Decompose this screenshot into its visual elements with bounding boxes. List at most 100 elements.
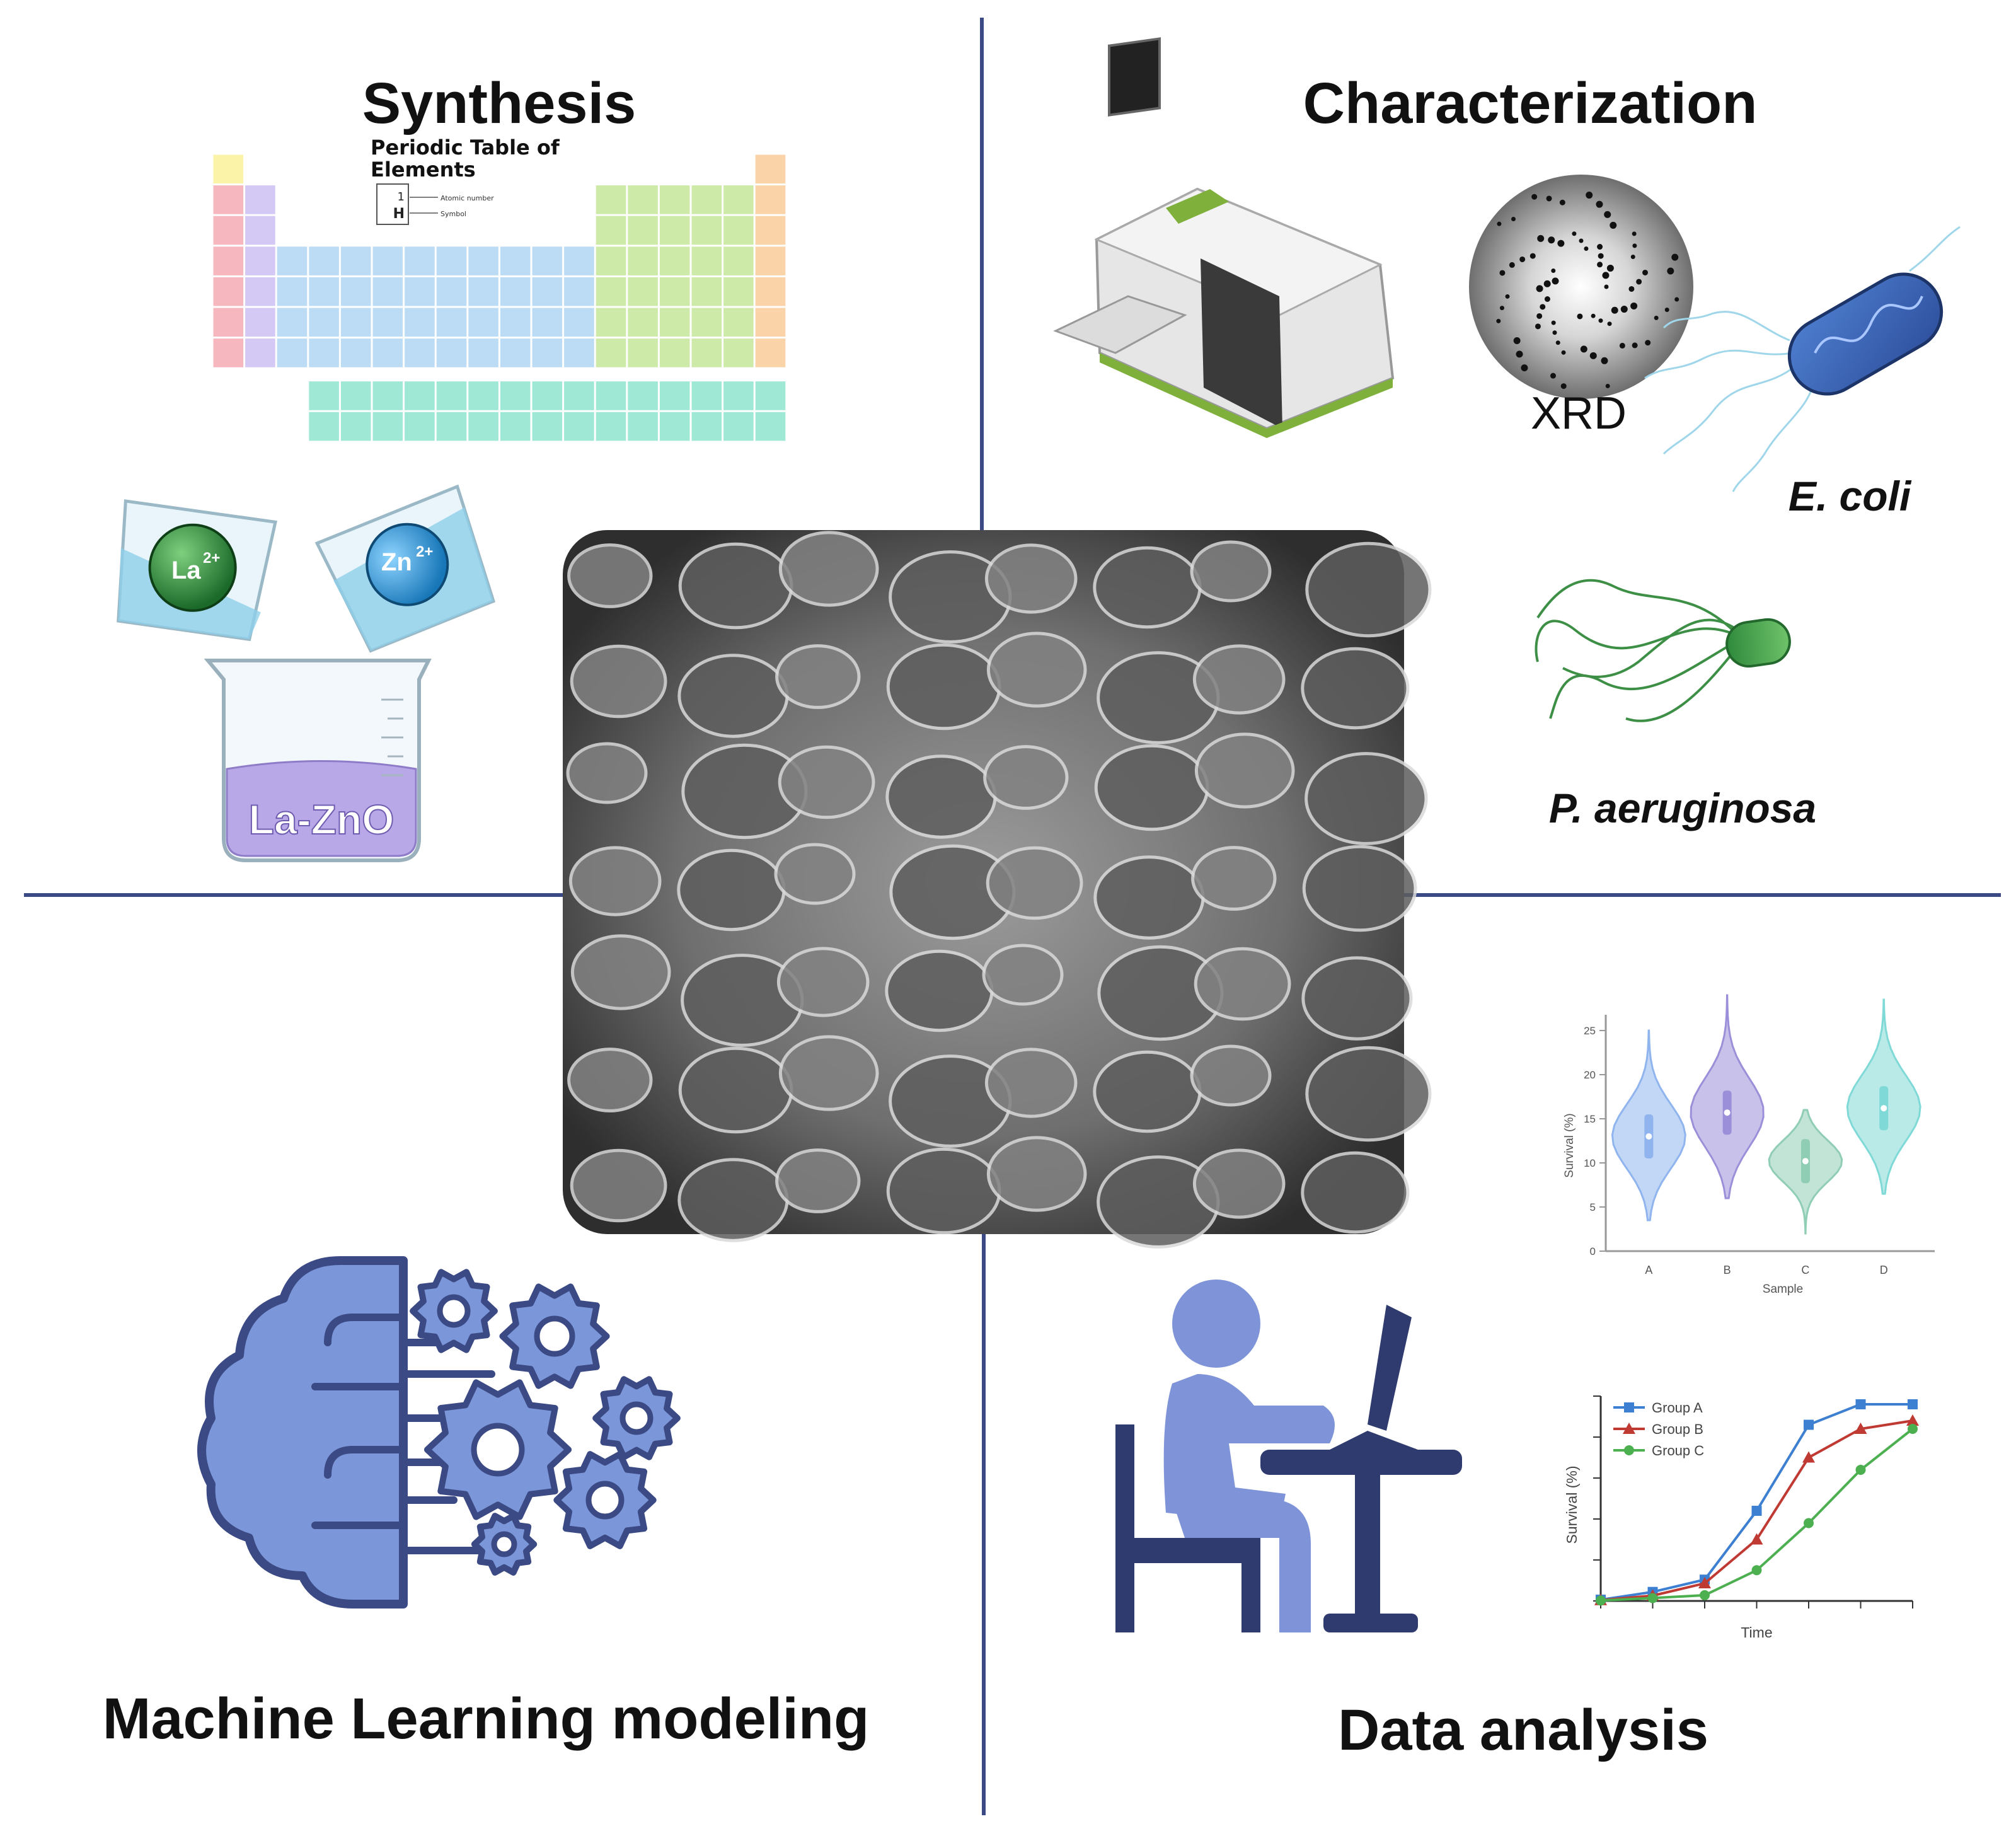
xrd-spot <box>1550 373 1556 379</box>
legend-label: Group A <box>1652 1400 1703 1416</box>
xrd-spot <box>1552 330 1557 335</box>
periodic-table-cell <box>245 338 276 368</box>
periodic-table-cell <box>499 307 531 338</box>
periodic-table-cell <box>245 276 276 307</box>
periodic-table-f-block-cell <box>754 411 786 442</box>
quadrant-dividers <box>24 18 2001 1815</box>
xrd-spot <box>1605 383 1610 388</box>
periodic-table-cells <box>212 154 786 442</box>
line-point <box>1855 1465 1866 1475</box>
xrd-spot <box>1667 267 1674 275</box>
violin-category-label: B <box>1724 1264 1731 1276</box>
paeruginosa-flagella <box>1535 579 1742 722</box>
periodic-table-cell <box>468 276 499 307</box>
periodic-table-cell <box>372 276 404 307</box>
periodic-table-cell <box>499 338 531 368</box>
periodic-table-cell <box>659 276 691 307</box>
xrd-pattern <box>1469 175 1693 399</box>
xrd-spot <box>1505 294 1510 299</box>
line-point <box>1698 1577 1711 1589</box>
sem-cell <box>566 742 648 804</box>
periodic-table-cell <box>691 215 723 246</box>
xrd-spot <box>1531 193 1538 200</box>
gear-hole <box>534 1315 575 1357</box>
xrd-disc <box>1469 175 1693 399</box>
la-ion-charge: 2+ <box>203 550 220 567</box>
periodic-table-f-block-cell <box>340 411 372 442</box>
violin-median-dot <box>1645 1133 1652 1140</box>
violin-category-label: A <box>1645 1264 1652 1276</box>
xrd-spot <box>1536 313 1543 319</box>
violin-y-axis-label: Survival (%) <box>1563 1113 1576 1177</box>
periodic-table-f-block-cell <box>563 381 595 411</box>
xrd-spot <box>1586 192 1593 199</box>
la-ion-sphere <box>148 523 237 612</box>
periodic-table-cell <box>723 338 754 368</box>
ecoli-label: E. coli <box>1788 473 1912 519</box>
periodic-table-f-block-cell <box>340 381 372 411</box>
xrd-spot <box>1543 280 1551 287</box>
xrd-spot <box>1496 318 1501 323</box>
ml-gears <box>410 1269 681 1576</box>
sem-cell <box>1194 732 1295 809</box>
monitor <box>1368 1305 1412 1431</box>
xrd-spot <box>1519 256 1526 262</box>
zn-ion-charge: 2+ <box>416 543 433 560</box>
xrd-spot <box>1560 383 1567 390</box>
periodic-table-f-block-cell <box>723 381 754 411</box>
synthesis-title: Synthesis <box>362 71 636 136</box>
sem-cell <box>1302 845 1417 932</box>
periodic-table-cell <box>499 246 531 276</box>
periodic-table-cell <box>627 307 659 338</box>
line-chart-y-axis-label: Survival (%) <box>1564 1466 1580 1544</box>
violin-y-tick-label: 15 <box>1584 1113 1596 1125</box>
xrd-spot <box>1546 195 1552 202</box>
sem-cell <box>567 1048 653 1112</box>
periodic-table-cell <box>754 154 786 185</box>
instrument-green-base <box>1100 353 1393 438</box>
periodic-table-cell <box>468 246 499 276</box>
xrd-label: XRD <box>1531 388 1627 439</box>
xrd-spot <box>1497 221 1502 226</box>
periodic-table-cell <box>531 276 563 307</box>
instrument-screen <box>1108 37 1161 117</box>
violin-y-tick-label: 20 <box>1584 1069 1596 1081</box>
ecoli-dna <box>1814 296 1923 354</box>
periodic-table-cell <box>595 307 627 338</box>
xrd-spot <box>1552 277 1559 285</box>
brain-shape <box>197 1256 408 1609</box>
sem-cell <box>570 644 667 719</box>
periodic-table-cell <box>627 246 659 276</box>
person-head <box>1172 1279 1260 1368</box>
periodic-table-cell <box>563 276 595 307</box>
violin-median-dot <box>1802 1158 1809 1165</box>
xrd-spot <box>1630 255 1635 259</box>
periodic-table: Periodic Table of Elements 1 H Atomic nu… <box>212 136 786 442</box>
sem-cell <box>886 1147 1001 1235</box>
xrd-spot <box>1577 313 1583 320</box>
periodic-table-f-block-cell <box>723 411 754 442</box>
la-ion-label: La <box>171 557 201 584</box>
periodic-table-cell <box>404 246 435 276</box>
xrd-spot <box>1636 279 1642 285</box>
periodic-table-legend-symbol-label: Symbol <box>441 210 466 218</box>
paeruginosa-label: P. aeruginosa <box>1549 785 1816 831</box>
line-point <box>1802 1451 1815 1463</box>
line-point <box>1908 1424 1918 1434</box>
sem-cell <box>1305 541 1432 638</box>
sem-cell <box>1301 956 1413 1041</box>
sem-cell <box>983 745 1069 810</box>
beaker-la-zno-liquid <box>226 760 417 857</box>
xrd-spot <box>1628 286 1635 292</box>
legend-marker <box>1623 1423 1635 1434</box>
xrd-spot <box>1513 337 1521 344</box>
person-leg <box>1172 1500 1311 1632</box>
periodic-table-f-block-cell <box>754 381 786 411</box>
characterization-title: Characterization <box>1303 71 1758 136</box>
sem-cell <box>1194 947 1291 1021</box>
line-point <box>1908 1399 1918 1409</box>
xrd-spot <box>1589 352 1597 359</box>
